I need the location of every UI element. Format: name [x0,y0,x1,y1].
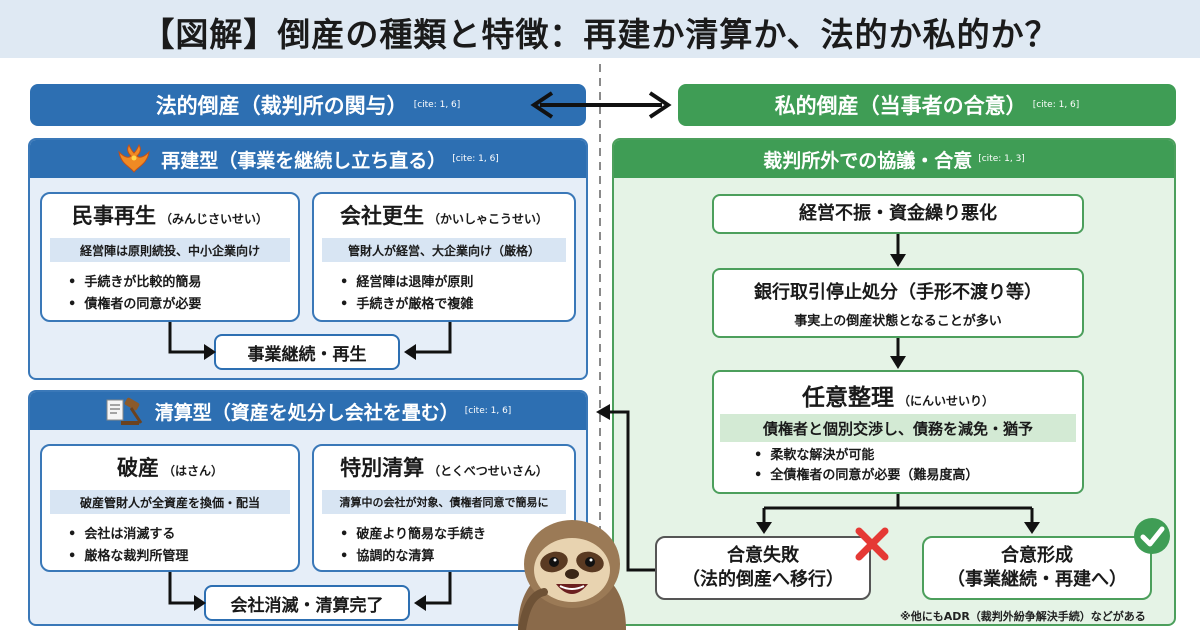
list-item: 債権者の同意が必要 [68,294,201,316]
title-band [0,0,1200,58]
list-item: 全債権者の同意が必要（難易度高） [754,466,978,486]
list-item: 手続きが厳格で複雑 [340,294,473,316]
card-band: 破産管財人が全資産を換価・配当 [50,490,290,514]
step-title: 銀行取引停止処分（手形不渡り等） [754,282,1042,303]
legal-bankruptcy-header: 法的倒産（裁判所の関与）[cite: 1, 6] [30,84,586,126]
page-title: 【図解】倒産の種類と特徴：再建か清算か、法的か私的か？ [141,15,1059,54]
list-item: 手続きが比較的簡易 [68,272,201,294]
phoenix-icon [118,144,150,173]
double-arrow-icon [530,91,672,119]
card-name: 破産 [116,456,159,480]
cross-icon [855,527,889,561]
step3-bullets: 柔軟な解決が可能 全債権者の同意が必要（難易度高） [754,446,978,486]
step-business-slump: 経営不振・資金繰り悪化 [712,194,1084,234]
list-item: 破産より簡易な手続き [340,524,486,546]
card-bullets: 会社は消滅する 厳格な裁判所管理 [68,524,188,568]
center-divider [599,64,601,630]
card-band: 清算中の会社が対象、債権者同意で簡易に [322,490,566,514]
sloth-mascot-icon [518,520,626,630]
liquidation-header: 清算型（資産を処分し会社を畳む）[cite: 1, 6] [30,392,586,430]
outcome-agreement-reached: 合意形成 （事業継続・再建へ） [922,536,1152,600]
private-flow-arrows [756,234,1040,534]
card-bullets: 手続きが比較的簡易 債権者の同意が必要 [68,272,201,316]
card-band: 経営陣は原則続投、中小企業向け [50,238,290,262]
step-bank-suspension: 銀行取引停止処分（手形不渡り等） 事実上の倒産状態となることが多い [712,268,1084,338]
check-circle-icon [1134,518,1170,554]
footnote: ※他にもADR（裁判外紛争解決手続）などがある [900,610,1146,623]
liquidation-connector-arrows [168,572,452,611]
list-item: 厳格な裁判所管理 [68,546,188,568]
outcome-agreement-failed: 合意失敗 （法的倒産へ移行） [655,536,871,600]
card-tokubetsu-seisan: 特別清算（とくべつせいさん） 清算中の会社が対象、債権者同意で簡易に 破産より簡… [312,444,576,572]
rebuild-header: 再建型（事業を継続し立ち直る）[cite: 1, 6] [30,140,586,178]
rebuild-connector-arrows [168,322,452,360]
card-name: 特別清算 [340,456,425,480]
card-hasan: 破産（はさん） 破産管財人が全資産を換価・配当 会社は消滅する 厳格な裁判所管理 [40,444,300,572]
private-panel-header: 裁判所外での協議・合意[cite: 1, 3] [614,140,1174,178]
private-bankruptcy-header: 私的倒産（当事者の合意）[cite: 1, 6] [678,84,1176,126]
card-minji-saisei: 民事再生（みんじさいせい） 経営陣は原則続投、中小企業向け 手続きが比較的簡易 … [40,192,300,322]
list-item: 会社は消滅する [68,524,188,546]
return-arrow [596,404,658,572]
card-band: 管財人が経営、大企業向け（厳格） [322,238,566,262]
card-name: 民事再生 [71,204,156,228]
list-item: 協調的な清算 [340,546,486,568]
list-item: 柔軟な解決が可能 [754,446,978,466]
card-name: 会社更生 [339,204,424,228]
rebuild-result: 事業継続・再生 [214,334,400,370]
card-kaisha-kousei: 会社更生（かいしゃこうせい） 管財人が経営、大企業向け（厳格） 経営陣は退陣が原… [312,192,576,322]
step3-band: 債権者と個別交渉し、債務を減免・猶予 [720,414,1076,442]
step-subtitle: 事実上の倒産状態となることが多い [794,314,1002,329]
card-bullets: 破産より簡易な手続き 協調的な清算 [340,524,486,568]
list-item: 経営陣は退陣が原則 [340,272,473,294]
step-name: 任意整理 [801,385,894,411]
gavel-icon [106,397,142,425]
liquidation-result: 会社消滅・清算完了 [204,585,410,621]
card-bullets: 経営陣は退陣が原則 手続きが厳格で複雑 [340,272,473,316]
